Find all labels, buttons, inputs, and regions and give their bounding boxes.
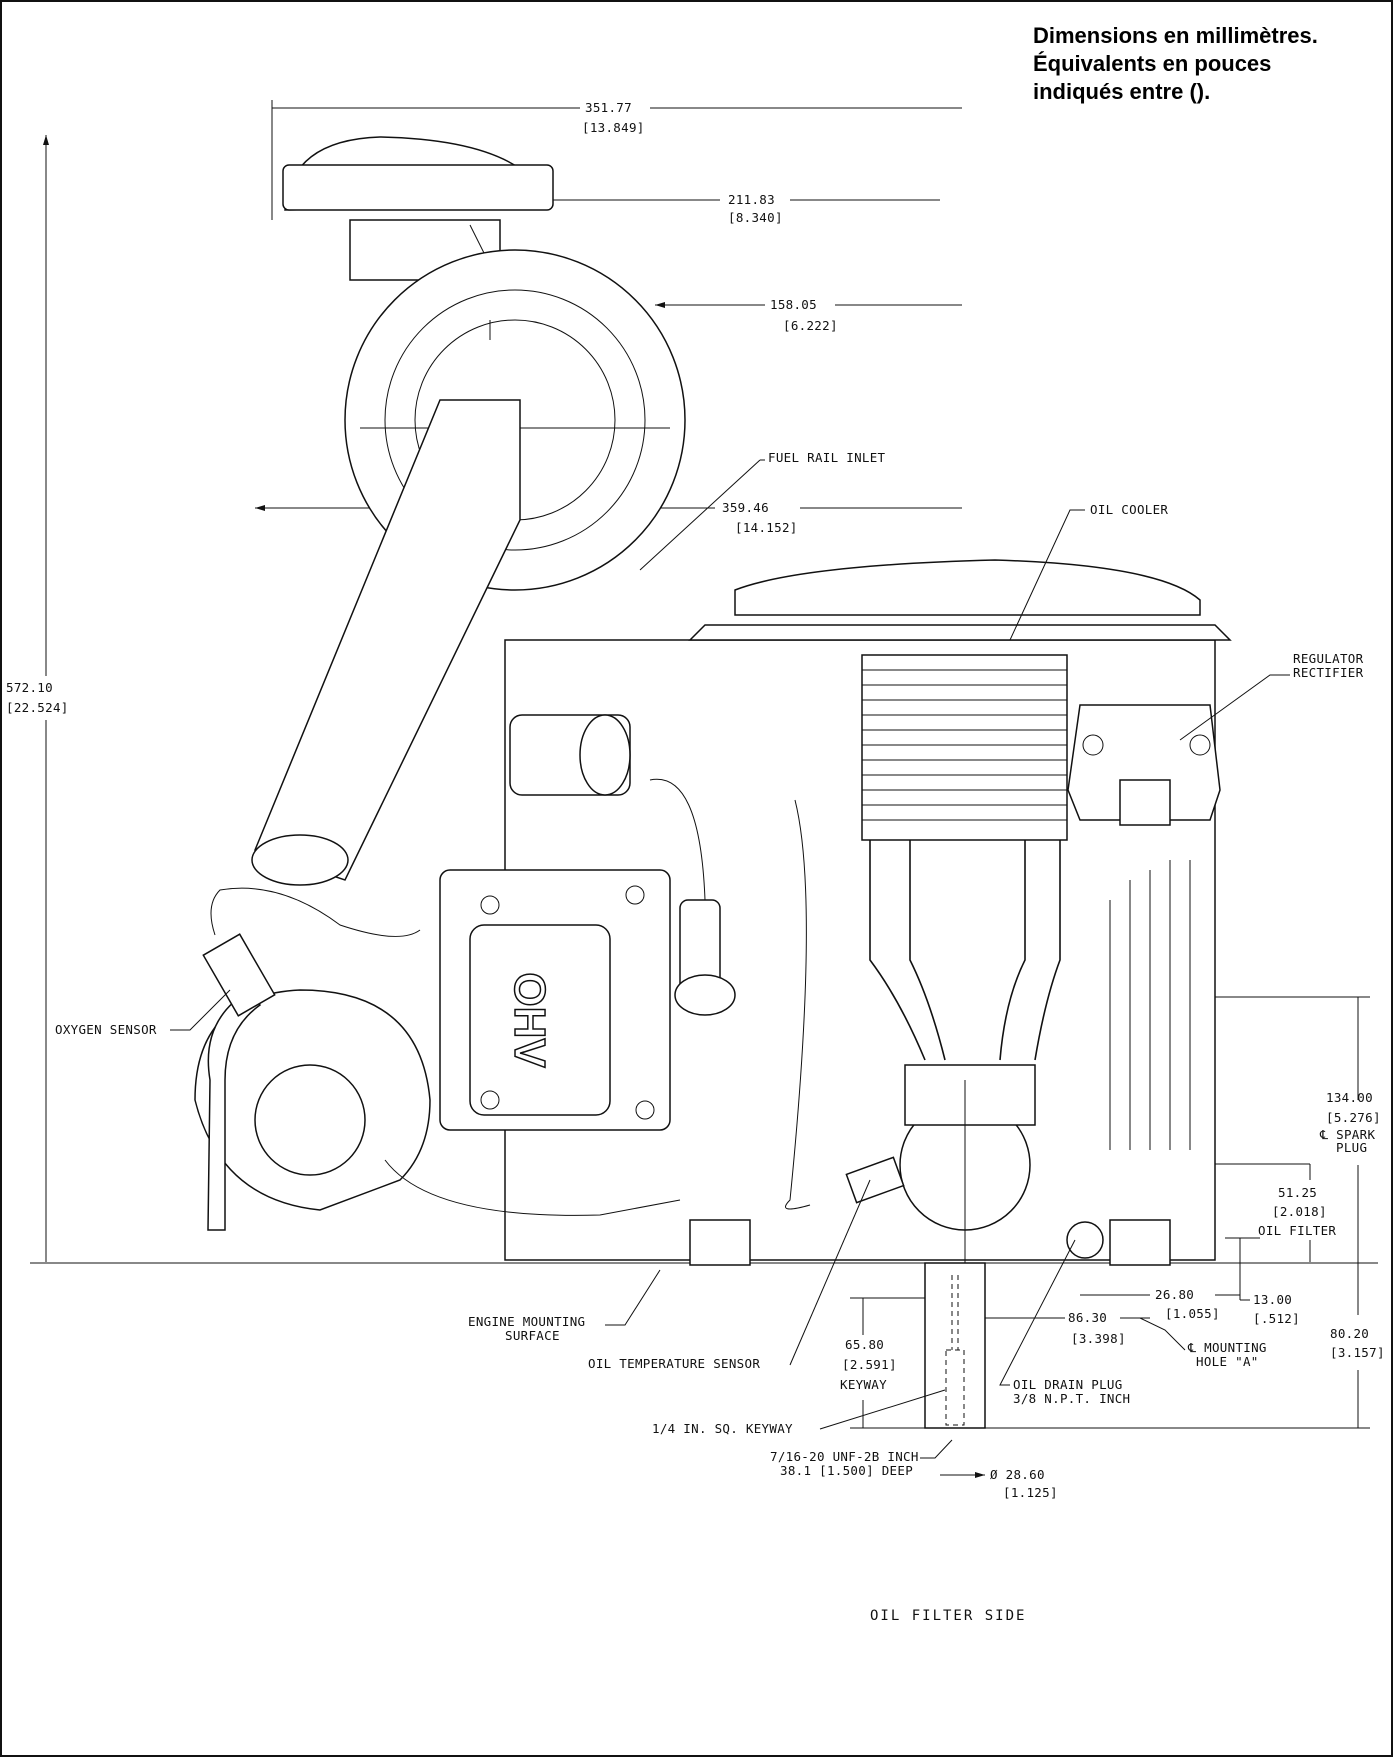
label-mounting-1: ENGINE MOUNTING <box>468 1314 585 1329</box>
dim-51-note: OIL FILTER <box>1258 1223 1336 1238</box>
dim-51-mm: 51.25 <box>1278 1185 1317 1200</box>
dim-134-note-1: ℄ SPARK <box>1319 1127 1375 1142</box>
dim-134-in: [5.276] <box>1326 1110 1381 1125</box>
callout-leaders <box>170 459 1290 1459</box>
engine-body: OHV <box>194 136 1232 1429</box>
dim-572-in: [22.524] <box>6 700 69 715</box>
crankshaft <box>924 1262 986 1429</box>
dim-65-in: [2.591] <box>842 1357 897 1372</box>
dim-80-in: [3.157] <box>1330 1345 1385 1360</box>
label-thread-2: 38.1 [1.500] DEEP <box>780 1463 913 1478</box>
dim-65-mm: 65.80 <box>845 1337 884 1352</box>
oil-drain-plug <box>1066 1221 1104 1259</box>
label-fuel-rail-inlet: FUEL RAIL INLET <box>768 450 886 465</box>
dim-13-mm: 13.00 <box>1253 1292 1292 1307</box>
label-mount-hole-2: HOLE "A" <box>1196 1354 1259 1369</box>
valve-cover <box>469 924 611 1116</box>
dim-86-mm: 86.30 <box>1068 1310 1107 1325</box>
dim-86-in: [3.398] <box>1071 1331 1126 1346</box>
dim-65-note: KEYWAY <box>840 1377 887 1392</box>
units-note: Dimensions en millimètres. Équivalents e… <box>1033 22 1363 106</box>
units-note-line-1: Dimensions en millimètres. <box>1033 23 1318 48</box>
label-mounting-2: SURFACE <box>505 1328 560 1343</box>
label-thread-1: 7/16-20 UNF-2B INCH <box>770 1449 919 1464</box>
dim-80-mm: 80.20 <box>1330 1326 1369 1341</box>
ohv-lettering: OHV <box>505 972 554 1068</box>
label-drain-2: 3/8 N.P.T. INCH <box>1013 1391 1130 1406</box>
oil-cooler-fins <box>862 669 1067 821</box>
oil-temperature-sensor <box>845 1156 905 1204</box>
oil-cooler <box>861 654 1068 841</box>
units-note-line-3: indiqués entre (). <box>1033 79 1211 104</box>
regulator-rectifier <box>1067 704 1221 821</box>
label-regulator-2: RECTIFIER <box>1293 665 1364 680</box>
dim-dia-mm: Ø 28.60 <box>990 1467 1045 1482</box>
dim-158-mm: 158.05 <box>770 297 817 312</box>
dimension-lines: 351.77 [13.849] 211.83 [8.340] 158.05 [6… <box>6 100 1385 1500</box>
dim-572-mm: 572.10 <box>6 680 53 695</box>
label-oil-cooler: OIL COOLER <box>1090 502 1168 517</box>
dim-211-in: [8.340] <box>728 210 783 225</box>
label-drain-1: OIL DRAIN PLUG <box>1013 1377 1123 1392</box>
dim-211-mm: 211.83 <box>728 192 775 207</box>
oxygen-sensor <box>202 933 276 1017</box>
dim-13-in: [.512] <box>1253 1311 1300 1326</box>
dim-26-in: [1.055] <box>1165 1306 1220 1321</box>
label-keyway: 1/4 IN. SQ. KEYWAY <box>652 1421 793 1436</box>
lower-boss-2 <box>1109 1219 1171 1266</box>
dim-351-mm: 351.77 <box>585 100 632 115</box>
dim-26-mm: 26.80 <box>1155 1287 1194 1302</box>
label-oxygen-sensor: OXYGEN SENSOR <box>55 1022 157 1037</box>
intake-tube <box>254 399 521 881</box>
dim-359-mm: 359.46 <box>722 500 769 515</box>
fan-cover <box>734 559 1201 616</box>
dim-dia-in: [1.125] <box>1003 1485 1058 1500</box>
dim-134-mm: 134.00 <box>1326 1090 1373 1105</box>
view-title: OIL FILTER SIDE <box>870 1608 1026 1624</box>
label-mount-hole-1: ℄ MOUNTING <box>1187 1340 1267 1355</box>
units-note-line-2: Équivalents en pouces <box>1033 51 1272 76</box>
lower-boss-1 <box>689 1219 751 1266</box>
air-cleaner-base <box>282 164 554 211</box>
dim-51-in: [2.018] <box>1272 1204 1327 1219</box>
dim-158-in: [6.222] <box>783 318 838 333</box>
dim-134-note-2: PLUG <box>1336 1140 1367 1155</box>
label-regulator-1: REGULATOR <box>1293 651 1364 666</box>
dim-351-in: [13.849] <box>582 120 645 135</box>
dim-359-in: [14.152] <box>735 520 798 535</box>
label-oil-temperature-sensor: OIL TEMPERATURE SENSOR <box>588 1356 760 1371</box>
